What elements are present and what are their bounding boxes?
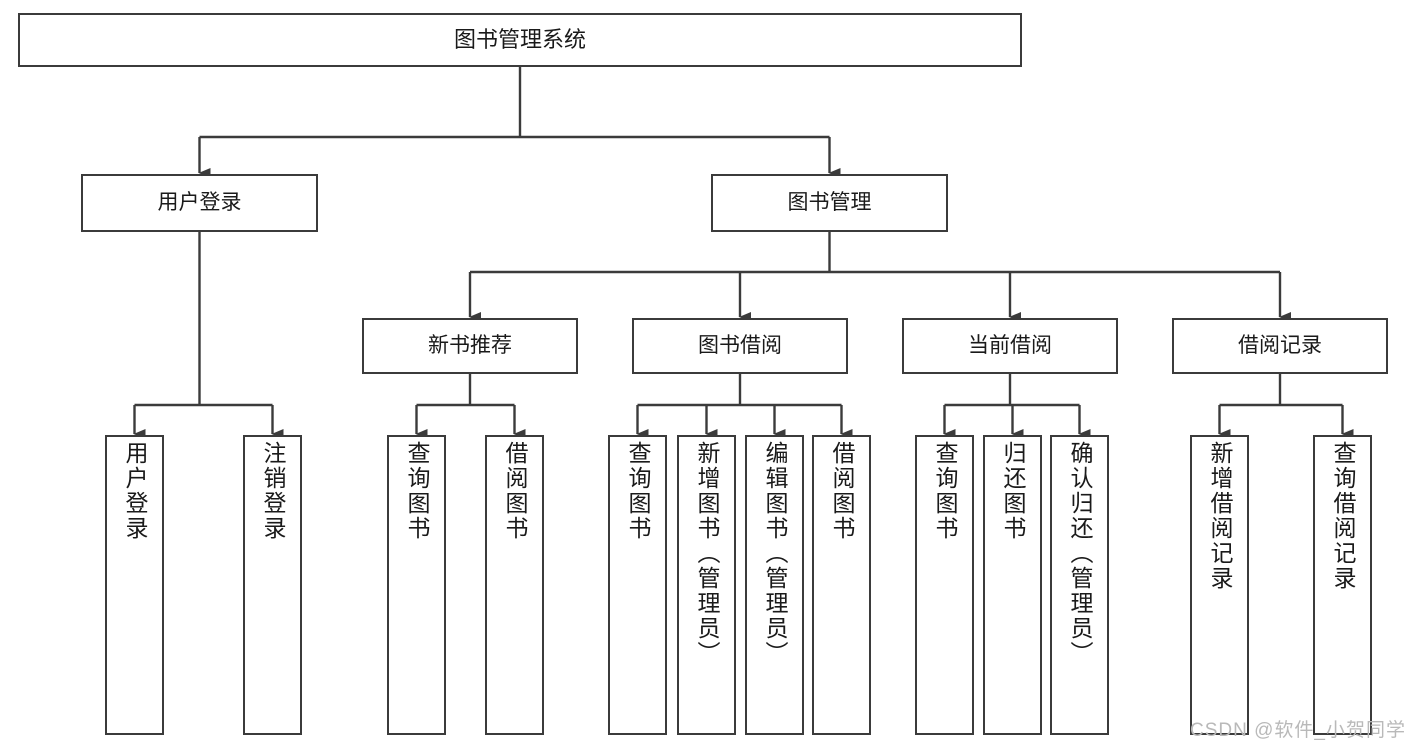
node-l-return[interactable]: 归还图书 <box>983 435 1042 735</box>
node-root[interactable]: 图书管理系统 <box>18 13 1022 67</box>
node-label: 新增图书（管理员） <box>694 441 720 666</box>
node-label: 借阅图书 <box>502 441 528 541</box>
node-l-query2[interactable]: 查询图书 <box>608 435 667 735</box>
node-l-addrec[interactable]: 新增借阅记录 <box>1190 435 1249 735</box>
node-label: 编辑图书（管理员） <box>762 441 788 666</box>
node-label: 新增借阅记录 <box>1207 441 1233 591</box>
node-records[interactable]: 借阅记录 <box>1172 318 1388 374</box>
node-l-query3[interactable]: 查询图书 <box>915 435 974 735</box>
node-l-logout[interactable]: 注销登录 <box>243 435 302 735</box>
node-l-borrow2[interactable]: 借阅图书 <box>812 435 871 735</box>
node-label: 图书管理系统 <box>453 26 586 52</box>
node-borrow[interactable]: 图书借阅 <box>632 318 848 374</box>
node-l-userlogin[interactable]: 用户登录 <box>105 435 164 735</box>
node-login[interactable]: 用户登录 <box>81 174 318 232</box>
node-label: 归还图书 <box>1000 441 1026 541</box>
node-label: 借阅图书 <box>829 441 855 541</box>
node-label: 用户登录 <box>122 441 148 541</box>
node-label: 借阅记录 <box>1238 334 1322 358</box>
node-label: 确认归还（管理员） <box>1067 441 1093 666</box>
node-label: 图书借阅 <box>698 334 782 358</box>
node-label: 用户登录 <box>157 191 242 215</box>
node-l-queryrec[interactable]: 查询借阅记录 <box>1313 435 1372 735</box>
node-l-edit[interactable]: 编辑图书（管理员） <box>745 435 804 735</box>
node-bookmgmt[interactable]: 图书管理 <box>711 174 948 232</box>
node-label: 查询图书 <box>932 441 958 541</box>
node-l-query1[interactable]: 查询图书 <box>387 435 446 735</box>
watermark-text: CSDN @软件_小贺同学 <box>1190 720 1405 741</box>
node-label: 注销登录 <box>260 441 286 541</box>
node-label: 当前借阅 <box>968 334 1052 358</box>
node-l-borrow1[interactable]: 借阅图书 <box>485 435 544 735</box>
node-label: 查询借阅记录 <box>1330 441 1356 591</box>
node-current[interactable]: 当前借阅 <box>902 318 1118 374</box>
node-label: 查询图书 <box>404 441 430 541</box>
node-l-add[interactable]: 新增图书（管理员） <box>677 435 736 735</box>
node-label: 查询图书 <box>625 441 651 541</box>
node-newbook[interactable]: 新书推荐 <box>362 318 578 374</box>
node-label: 图书管理 <box>787 191 872 215</box>
node-l-confirm[interactable]: 确认归还（管理员） <box>1050 435 1109 735</box>
node-label: 新书推荐 <box>428 334 512 358</box>
